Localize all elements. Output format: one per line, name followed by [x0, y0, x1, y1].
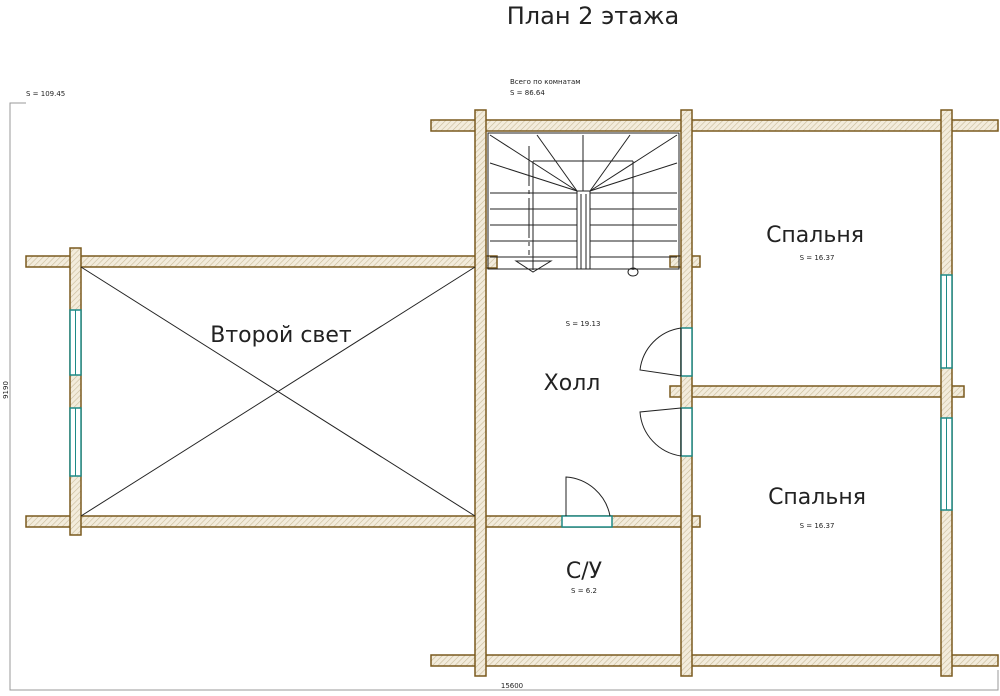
rooms-total-area: S = 86.64	[510, 89, 545, 97]
door-opening	[680, 407, 693, 457]
door-opening	[680, 327, 693, 377]
room-area-bedroom-2: S = 16.37	[800, 522, 835, 530]
height-dimension: 9190	[2, 381, 10, 399]
rooms-total-label: Всего по комнатам	[510, 78, 581, 86]
room-label-bedroom-1: Спальня	[766, 223, 864, 248]
room-area-bathroom: S = 6.2	[571, 587, 597, 595]
room-area-hall: S = 19.13	[566, 320, 601, 328]
stair-direction-arrow-icon	[514, 260, 553, 273]
room-label-bedroom-2: Спальня	[768, 485, 866, 510]
windows	[69, 274, 953, 511]
total-area: S = 109.45	[26, 90, 65, 98]
plan-title: План 2 этажа	[507, 2, 680, 30]
width-dimension: 15600	[501, 682, 523, 690]
second-light-void	[80, 266, 476, 517]
door	[565, 476, 611, 517]
dimension-lines: 9190 15600	[2, 102, 999, 691]
room-area-bedroom-1: S = 16.37	[800, 254, 835, 262]
room-label-hall: Холл	[544, 371, 601, 396]
door	[639, 327, 682, 377]
room-label-second-light: Второй свет	[210, 323, 352, 348]
room-label-bathroom: С/У	[566, 559, 603, 584]
door	[639, 407, 682, 457]
door-opening	[561, 515, 613, 528]
doors	[561, 327, 693, 528]
walls	[25, 109, 999, 677]
staircase	[487, 132, 680, 277]
